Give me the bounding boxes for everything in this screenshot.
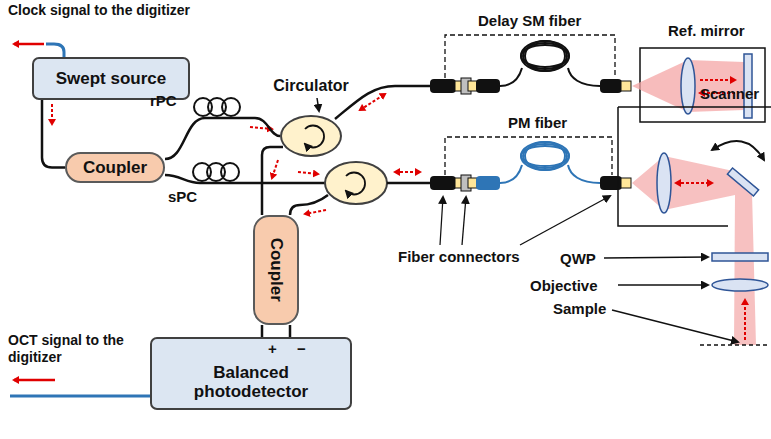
leader-line (618, 284, 708, 285)
signal-arrow (14, 43, 44, 46)
detector-box: Balanced photodetector (150, 337, 352, 410)
fiber-connector-line (42, 100, 65, 168)
text-label: sPC (168, 188, 197, 205)
rpc-loops (194, 98, 240, 116)
spc-loops (193, 163, 239, 181)
text-label: PM fiber (508, 114, 567, 131)
oct-cable (10, 395, 150, 398)
text-label: Scanner (700, 85, 759, 102)
circulator-arrow (305, 126, 324, 148)
leader-line (317, 98, 319, 111)
node-label: Circulator (273, 77, 349, 95)
sample-fiber (387, 182, 430, 185)
signal-arrow (744, 300, 746, 340)
leader-line (520, 196, 610, 245)
clock-cable (46, 44, 64, 57)
signal-arrow (700, 79, 735, 81)
lens (681, 58, 695, 114)
text-label: Fiber connectors (398, 248, 520, 265)
fiber-connector (430, 175, 631, 191)
text-label: Sample (553, 300, 606, 317)
text-label: + (268, 340, 277, 357)
sample-fiber (165, 175, 325, 183)
objective-lens (712, 279, 768, 291)
leader-line (612, 310, 738, 342)
qwp-plate (712, 253, 768, 261)
node-label: Coupler (266, 238, 286, 302)
node-label: Coupler (83, 158, 147, 178)
text-label: OCT signal to the digitizer (8, 332, 138, 366)
node-label: Swept source (56, 69, 167, 89)
text-label: rPC (150, 92, 177, 109)
signal-arrow (14, 379, 55, 382)
scan-mirror (727, 168, 758, 196)
fiber-connector-line (262, 325, 290, 337)
text-label: QWP (560, 250, 596, 267)
coupler-box: Coupler (253, 215, 299, 325)
leader-line (440, 197, 443, 245)
bracket (445, 35, 615, 78)
circulator-symbol (282, 117, 340, 155)
text-label: Ref. mirror (668, 22, 745, 39)
fiber-connector (430, 78, 631, 94)
delay-fiber-coil (500, 41, 600, 86)
text-label: Delay SM fiber (478, 12, 581, 29)
sample-plane (700, 344, 768, 345)
circulator (325, 162, 387, 204)
text-label: Clock signal to the digitizer (8, 2, 194, 19)
leader-line (462, 197, 466, 245)
reference-fiber (335, 86, 430, 119)
signal-arrows (52, 94, 420, 214)
leader-line (604, 257, 708, 258)
bracket (445, 137, 612, 175)
light-beam (632, 156, 756, 345)
circulator: Circulator (280, 115, 342, 157)
text-label: − (297, 340, 306, 357)
lens (657, 153, 671, 213)
pm-fiber-coil (500, 142, 600, 183)
coupler-box: Coupler (65, 152, 165, 183)
scan-arrow (712, 141, 764, 160)
return-fiber (290, 195, 328, 215)
circulator-symbol (346, 172, 365, 194)
signal-arrow (676, 182, 712, 184)
text-label: Objective (530, 277, 598, 294)
fiber-connector-line (262, 147, 283, 215)
node-label: Balanced photodetector (181, 363, 321, 402)
